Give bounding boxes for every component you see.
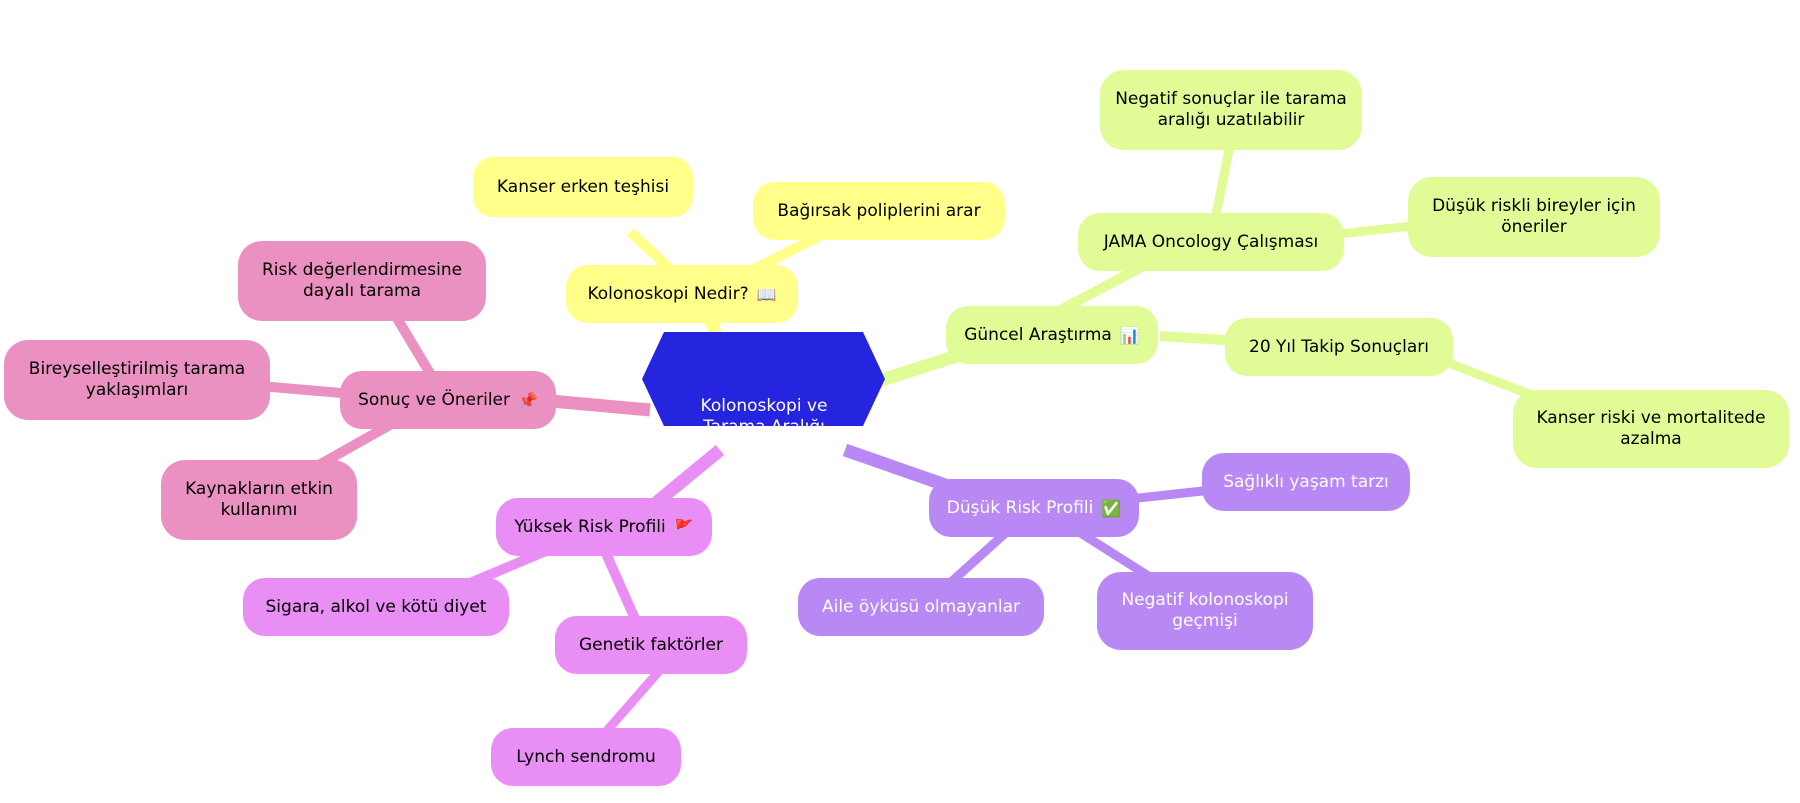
root-hexagon <box>642 332 885 426</box>
branch-label: Yüksek Risk Profili <box>514 516 666 537</box>
leaf-label: Negatif sonuçlar ile tarama aralığı uzat… <box>1115 89 1347 130</box>
branch-dusuk-risk-profili[interactable]: Düşük Risk Profili ✅ <box>929 479 1139 537</box>
leaf-dusuk-riskli-bireyler[interactable]: Düşük riskli bireyler için öneriler <box>1408 177 1660 257</box>
leaf-label: Lynch sendromu <box>516 746 656 767</box>
branch-label: Kolonoskopi Nedir? <box>587 283 749 304</box>
leaf-label: Kaynakların etkin kullanımı <box>185 479 333 520</box>
leaf-label: Negatif kolonoskopi geçmişi <box>1121 590 1289 631</box>
edge-root-b5 <box>539 393 651 417</box>
bar-chart-icon: 📊 <box>1119 325 1140 345</box>
node-label: JAMA Oncology Çalışması <box>1103 231 1319 252</box>
node-genetik-faktorler[interactable]: Genetik faktörler <box>555 616 747 674</box>
branch-label: Sonuç ve Öneriler <box>358 389 510 410</box>
leaf-bireysellestirilmis-tarama[interactable]: Bireyselleştirilmiş tarama yaklaşımları <box>4 340 270 420</box>
branch-label: Güncel Araştırma <box>964 324 1112 345</box>
leaf-kanser-erken-teshisi[interactable]: Kanser erken teşhisi <box>473 157 693 217</box>
branch-label: Düşük Risk Profili <box>946 497 1094 518</box>
check-icon: ✅ <box>1101 498 1122 518</box>
leaf-kaynaklarin-etkin[interactable]: Kaynakların etkin kullanımı <box>161 460 357 540</box>
leaf-negatif-sonuclar[interactable]: Negatif sonuçlar ile tarama aralığı uzat… <box>1100 70 1362 150</box>
leaf-label: Kanser riski ve mortalitede azalma <box>1536 408 1766 449</box>
leaf-label: Kanser erken teşhisi <box>496 176 670 197</box>
root-node: Kolonoskopi ve Tarama Aralığı <box>664 382 864 452</box>
branch-kolonoskopi-nedir[interactable]: Kolonoskopi Nedir? 📖 <box>566 265 798 323</box>
leaf-label: Sigara, alkol ve kötü diyet <box>265 596 487 617</box>
leaf-label: Bağırsak poliplerini arar <box>777 200 981 221</box>
node-label: Genetik faktörler <box>579 634 723 655</box>
leaf-saglikli-yasam[interactable]: Sağlıklı yaşam tarzı <box>1202 453 1410 511</box>
node-20-yil-takip[interactable]: 20 Yıl Takip Sonuçları <box>1225 318 1453 376</box>
pushpin-icon: 📌 <box>518 390 538 410</box>
branch-guncel-arastirma[interactable]: Güncel Araştırma 📊 <box>946 306 1158 364</box>
book-icon: 📖 <box>756 284 777 304</box>
root-label: Kolonoskopi ve Tarama Aralığı <box>700 396 828 437</box>
leaf-negatif-kolonoskopi[interactable]: Negatif kolonoskopi geçmişi <box>1097 572 1313 650</box>
node-label: 20 Yıl Takip Sonuçları <box>1249 336 1429 357</box>
leaf-label: Düşük riskli bireyler için öneriler <box>1432 196 1636 237</box>
leaf-risk-degerlendirmesi[interactable]: Risk değerlendirmesine dayalı tarama <box>238 241 486 321</box>
leaf-label: Sağlıklı yaşam tarzı <box>1223 471 1389 492</box>
leaf-aile-oykusu[interactable]: Aile öyküsü olmayanlar <box>798 578 1044 636</box>
node-jama-oncology[interactable]: JAMA Oncology Çalışması <box>1078 213 1344 271</box>
branch-yuksek-risk-profili[interactable]: Yüksek Risk Profili 🚩 <box>496 498 712 556</box>
flag-icon: 🚩 <box>673 517 694 537</box>
leaf-sigara-alkol-diyet[interactable]: Sigara, alkol ve kötü diyet <box>243 578 509 636</box>
leaf-bagirsak-poliplerini-arar[interactable]: Bağırsak poliplerini arar <box>753 182 1005 240</box>
leaf-kanser-riski-azalma[interactable]: Kanser riski ve mortalitede azalma <box>1513 390 1789 468</box>
branch-sonuc-ve-oneriler[interactable]: Sonuç ve Öneriler 📌 <box>340 371 556 429</box>
leaf-label: Aile öyküsü olmayanlar <box>821 596 1020 617</box>
leaf-label: Bireyselleştirilmiş tarama yaklaşımları <box>28 359 246 400</box>
leaf-label: Risk değerlendirmesine dayalı tarama <box>261 260 463 301</box>
leaf-lynch-sendromu[interactable]: Lynch sendromu <box>491 728 681 786</box>
